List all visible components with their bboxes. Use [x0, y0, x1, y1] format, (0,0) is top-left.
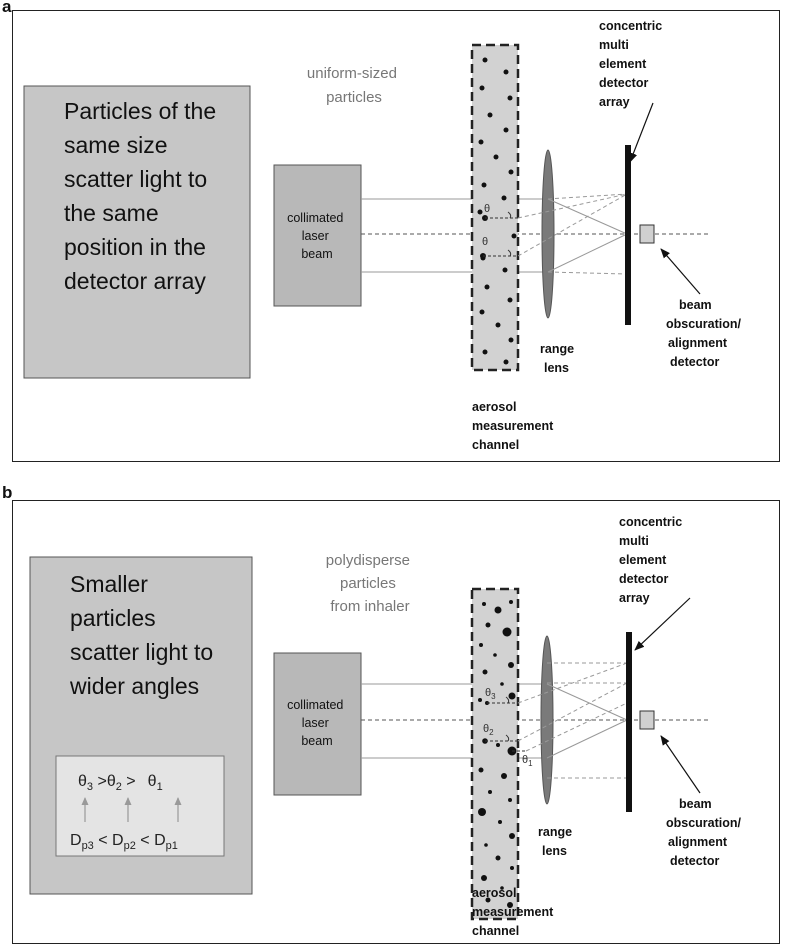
svg-text:Smaller particles: Smaller particles scatter light to wider… — [69, 571, 220, 699]
channel-label-line: measurement — [472, 905, 554, 919]
description-line: Smaller — [70, 571, 148, 597]
detector-array-b — [626, 632, 632, 812]
detector-arrow — [629, 102, 654, 163]
lens-label-line: lens — [542, 844, 567, 858]
rays-b — [517, 662, 628, 779]
obscuration-label-line: detector — [670, 355, 719, 369]
panel-b-letter: b — [2, 483, 13, 502]
detector-label-line: array — [619, 591, 650, 605]
channel-label-line: aerosol — [472, 400, 516, 414]
detector-label-line: element — [619, 553, 667, 567]
description-line: scatter light to — [70, 639, 213, 665]
svg-text:range lens: range lens — [540, 342, 578, 375]
channel-label-line: channel — [472, 438, 519, 452]
laser-box-b — [273, 652, 362, 796]
lens-label-line: lens — [544, 361, 569, 375]
lens-label-line: range — [540, 342, 574, 356]
range-lens-b — [540, 635, 554, 805]
angle-label: θ — [482, 236, 488, 248]
laser-label-line: laser — [302, 229, 329, 243]
description-line: particles — [70, 605, 156, 631]
svg-text:range lens: range lens — [538, 825, 576, 858]
particles-a — [477, 57, 517, 365]
detector-label-line: concentric — [599, 19, 662, 33]
detector-label-line: detector — [599, 76, 648, 90]
description-line: detector array — [64, 268, 206, 294]
detector-arrow — [634, 597, 691, 651]
theta-inequality: θ3 >θ2 >θ1 — [78, 773, 163, 793]
description-line: wider angles — [69, 673, 199, 699]
particle-label-line: polydisperse — [326, 552, 410, 569]
particle-label-line: uniform-sized — [307, 65, 397, 82]
particle-label-line: particles — [326, 89, 382, 106]
laser-box-a — [273, 164, 362, 307]
svg-text:uniform-sized particles: uniform-sized particles — [307, 65, 401, 106]
description-line: scatter light to — [64, 166, 207, 192]
obscuration-detector-a — [639, 224, 655, 244]
description-line: position in the — [64, 234, 206, 260]
obscuration-arrow — [660, 248, 701, 295]
channel-label-line: aerosol — [472, 886, 516, 900]
laser-label-line: collimated — [287, 698, 343, 712]
channel-label-line: channel — [472, 924, 519, 938]
laser-label-line: beam — [301, 247, 332, 261]
description-line: the same — [64, 200, 159, 226]
laser-label-line: beam — [301, 734, 332, 748]
svg-text:concentric multi e: concentric multi element detector array — [599, 19, 666, 109]
aerosol-channel-a — [470, 43, 520, 372]
obscuration-label-line: alignment — [668, 336, 728, 350]
panel-a-diagram: Particles of the same size scatter light… — [23, 19, 745, 452]
channel-label-line: measurement — [472, 419, 554, 433]
svg-text:θ θ: θ θ — [482, 203, 493, 248]
particle-label-line: particles — [340, 575, 396, 592]
svg-text:beam obscuration/: beam obscuration/ alignment detector — [666, 797, 745, 868]
rays-a — [517, 193, 628, 275]
svg-text:aerosol measurement: aerosol measurement channel — [472, 400, 557, 452]
obscuration-label-line: obscuration/ — [666, 317, 742, 331]
obscuration-label-line: obscuration/ — [666, 816, 742, 830]
angle-label-theta2: θ2 — [483, 723, 494, 737]
obscuration-label-line: beam — [679, 797, 712, 811]
detector-array-a — [625, 145, 631, 325]
svg-text:polydisperse particles: polydisperse particles from inhaler — [326, 552, 414, 615]
detector-label-line: concentric — [619, 515, 682, 529]
description-box-a — [23, 85, 251, 379]
obscuration-detector-b — [639, 710, 655, 730]
angle-label-theta3: θ3 — [485, 687, 496, 701]
obscuration-label-line: detector — [670, 854, 719, 868]
description-line: same size — [64, 132, 168, 158]
detector-label-line: multi — [619, 534, 649, 548]
detector-label-line: detector — [619, 572, 668, 586]
laser-label-line: laser — [302, 716, 329, 730]
laser-label-line: collimated — [287, 211, 343, 225]
lens-label-line: range — [538, 825, 572, 839]
panel-a-letter: a — [2, 0, 12, 16]
angle-label: θ — [484, 203, 490, 215]
detector-label-line: element — [599, 57, 647, 71]
obscuration-arrow — [660, 735, 701, 794]
panel-b-diagram: Smaller particles scatter light to wider… — [29, 515, 745, 938]
svg-text:beam obscuration/: beam obscuration/ alignment detector — [666, 298, 745, 369]
svg-text:collimated laser b: collimated laser beam — [287, 698, 347, 748]
angle-label-theta1: θ1 — [522, 754, 533, 768]
svg-text:collimated laser b: collimated laser beam — [287, 211, 347, 261]
particle-label-line: from inhaler — [330, 598, 409, 615]
range-lens-a — [541, 149, 555, 319]
description-line: Particles of the — [64, 98, 216, 124]
svg-text:Particles of the same si: Particles of the same size scatter light… — [64, 98, 223, 294]
detector-label-line: array — [599, 95, 630, 109]
inequality-box — [55, 755, 225, 857]
particles-b — [478, 600, 516, 908]
detector-label-line: multi — [599, 38, 629, 52]
obscuration-label-line: beam — [679, 298, 712, 312]
svg-text:aerosol measurement: aerosol measurement channel — [472, 886, 557, 938]
svg-text:concentric multi e: concentric multi element detector array — [619, 515, 686, 605]
obscuration-label-line: alignment — [668, 835, 728, 849]
diameter-inequality: Dp3 < Dp2 < Dp1 — [70, 832, 178, 852]
